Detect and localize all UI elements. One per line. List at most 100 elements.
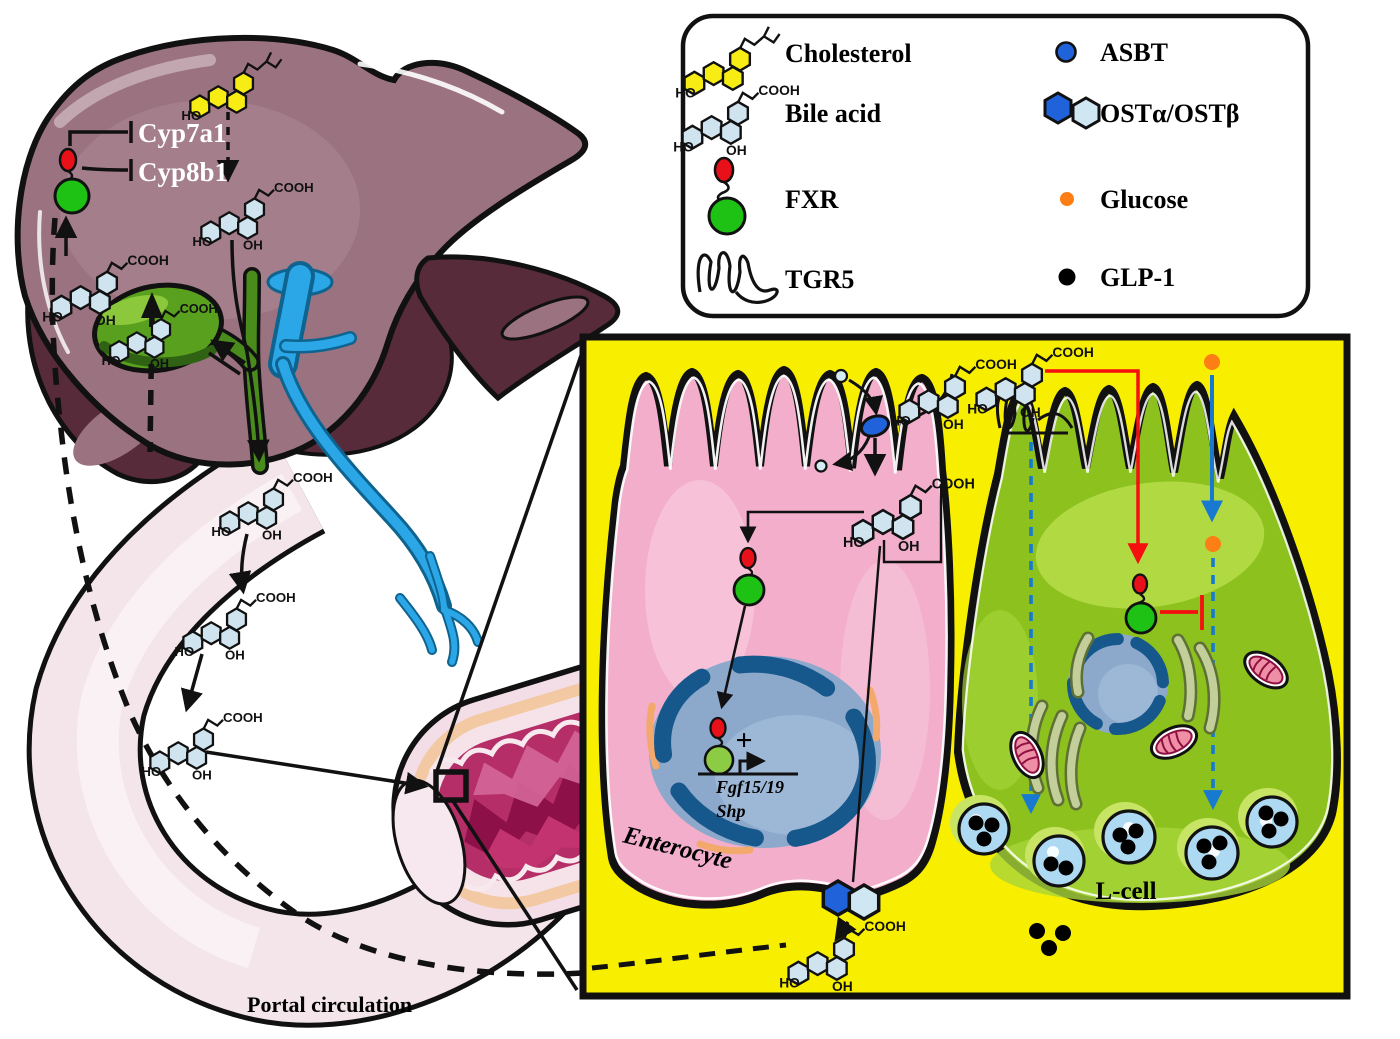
oh-label: OH	[243, 238, 263, 253]
bile-to-ileum-arrow	[205, 750, 429, 795]
sterol-ring	[207, 84, 229, 110]
bile-ring	[994, 376, 1017, 403]
liver-sheen	[60, 100, 360, 320]
legend-label-fxr: FXR	[785, 185, 839, 214]
bile-ring	[943, 374, 967, 400]
glp1-vesicles	[950, 788, 1299, 888]
cyp7a1-label: Cyp7a1	[138, 118, 227, 148]
intestine-flow-arrow-2	[180, 653, 204, 713]
legend-label-cholesterol: Cholesterol	[785, 39, 912, 68]
cooh-label: COOH	[975, 357, 1016, 372]
oh-label: OH	[150, 357, 169, 371]
cyp7a1-inhibit-line	[68, 121, 133, 146]
ion-into-asbt-arrow	[848, 378, 884, 416]
legend-label-asbt: ASBT	[1100, 38, 1168, 67]
ion-release-arrow	[832, 436, 871, 472]
tgr5-receptor-icon	[696, 251, 779, 305]
zoom-panel: + Fgf15/19 Shp Enterocyte	[579, 333, 1351, 1000]
oh-label: OH	[95, 313, 116, 328]
liver-to-intestine-bile-flow-line	[230, 239, 270, 463]
mitochondrion-icon	[1149, 724, 1199, 760]
oh-label: OH	[943, 417, 964, 432]
cyp8b1-label: Cyp8b1	[138, 157, 228, 187]
bile-ring	[891, 513, 915, 541]
side-chain	[842, 927, 866, 939]
sodium-ion-icon	[814, 459, 828, 473]
cooh-label: COOH	[223, 710, 263, 725]
ho-label: HO	[967, 402, 988, 417]
cooh-label: COOH	[180, 302, 218, 316]
cooh-label: COOH	[274, 180, 314, 195]
bile-ring	[700, 114, 723, 141]
ho-label: HO	[192, 234, 212, 249]
portal-circulation-path	[49, 217, 584, 977]
side-chain	[105, 261, 129, 273]
bileacid-to-ost-line	[851, 545, 882, 883]
ho-label: HO	[211, 524, 231, 539]
ho-label: HO	[673, 140, 694, 155]
sterol-ring	[728, 46, 752, 72]
legend-label-ost: OSTα/OSTβ	[1100, 99, 1239, 128]
cyp8b1-inhibit-line	[81, 159, 133, 181]
bile-ring	[186, 745, 208, 771]
ho-label: HO	[141, 764, 161, 779]
bile-ring	[126, 331, 147, 355]
bileacid-to-fxr-line	[739, 510, 864, 544]
ost-export-arrow	[834, 916, 857, 942]
fxr-inhibition-tbar	[1160, 595, 1204, 630]
bile-ring	[726, 100, 750, 126]
fxr-receptor-liver	[53, 147, 91, 215]
cooh-label: COOH	[256, 590, 296, 605]
bile-ring	[871, 508, 895, 536]
glucose-icon	[1205, 536, 1221, 552]
bile-ring	[243, 197, 266, 222]
side-chain	[272, 478, 294, 490]
cooh-label: COOH	[932, 476, 975, 492]
ost-transporter-icon	[1043, 91, 1101, 130]
magnified-region-square	[433, 769, 469, 803]
ho-label: HO	[102, 354, 121, 368]
ho-label: HO	[42, 310, 63, 325]
enterocyte-inner-membrane	[605, 374, 948, 900]
side-chain	[242, 51, 283, 74]
mucosal-folds-light	[473, 719, 653, 807]
fgf15-19-gene-label: Fgf15/19	[715, 777, 784, 797]
oh-label: OH	[898, 539, 920, 555]
legend-label-glucose: Glucose	[1100, 185, 1188, 214]
bile-ring	[150, 317, 172, 342]
ho-label: HO	[890, 414, 911, 429]
cooh-label: COOH	[293, 470, 333, 485]
bile-ring	[825, 955, 848, 982]
bile-ring	[225, 607, 248, 632]
oh-label: OH	[832, 979, 853, 994]
intestine-flow-arrow-1	[228, 533, 252, 595]
lumen-link-line	[882, 484, 943, 564]
glucose-icon	[1204, 354, 1220, 370]
bile-ring	[898, 493, 923, 521]
portal-vein-vessels	[266, 261, 483, 667]
side-chain	[1030, 353, 1054, 365]
sodium-ion-icon	[833, 368, 849, 384]
small-intestine-tube	[26, 430, 578, 1028]
oh-label: OH	[225, 648, 245, 663]
bile-acid-molecule: COOH HO OH	[102, 302, 218, 371]
oh-label: OH	[1020, 405, 1041, 420]
bile-ring	[95, 270, 119, 296]
sterol-ring	[702, 60, 725, 87]
bile-ring	[88, 289, 111, 316]
fxr-receptor-lcell	[1124, 573, 1158, 635]
fxr-receptor-icon	[707, 156, 747, 236]
side-chain	[909, 483, 933, 497]
cooh-label: COOH	[1052, 345, 1093, 360]
return-arrowhead	[141, 292, 163, 318]
glp1-icon	[1058, 268, 1076, 286]
cholesterol-molecule: HO	[181, 51, 283, 123]
bile-ring	[237, 215, 259, 241]
gallbladder-exchange-arrows	[208, 339, 246, 376]
bile-ring	[69, 284, 92, 311]
bile-ring	[832, 936, 856, 962]
bileacid-fxr-red-path	[1045, 369, 1149, 565]
mucosal-folds-mid	[484, 789, 678, 869]
